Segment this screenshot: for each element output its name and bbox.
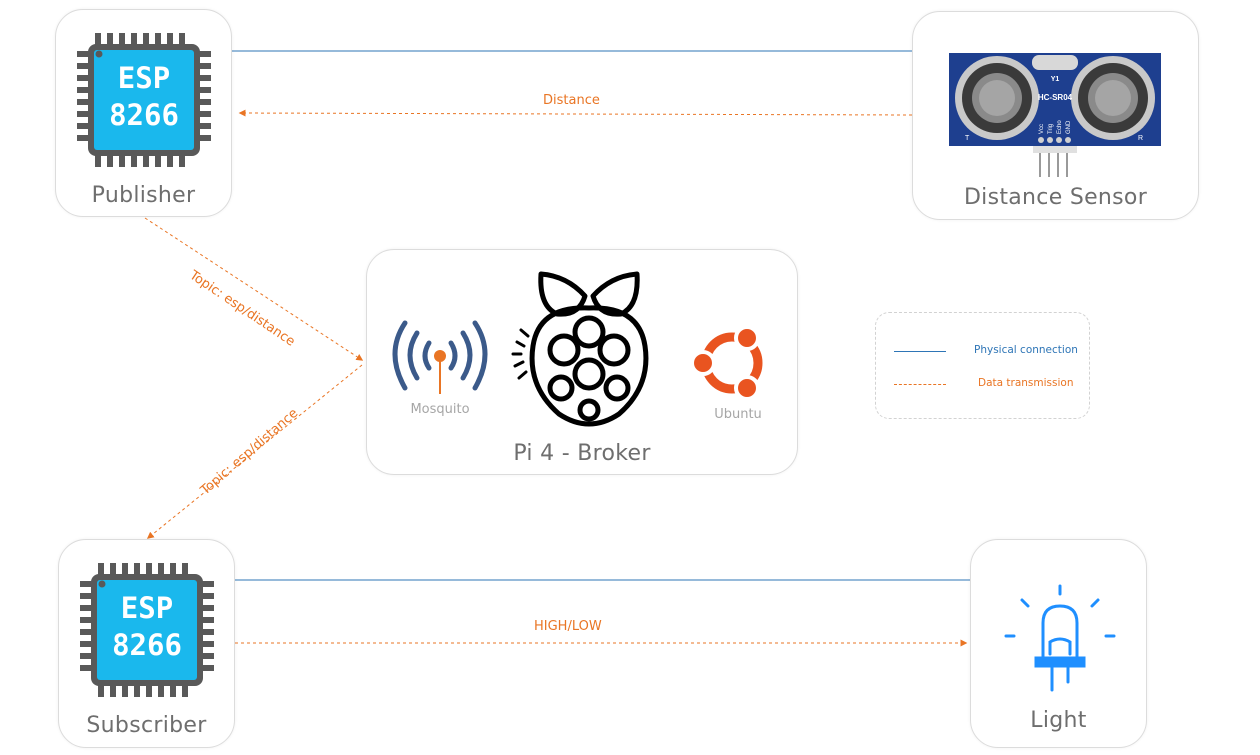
broker-node: Mosquito Ubuntu Pi 4 - Broker (366, 249, 798, 475)
legend-physical-swatch (894, 351, 946, 352)
ultrasonic-sensor-icon: Y1 HC-SR04 Vcc Trig Echo GND T R (949, 53, 1161, 177)
publisher-label: Publisher (91, 183, 196, 208)
sensor-pin-vcc: Vcc (1039, 124, 1045, 134)
chip-line-2: 8266 (112, 628, 182, 662)
light-label: Light (1030, 708, 1087, 733)
legend: Physical connection Data transmission (875, 312, 1090, 419)
edge-label-distance: Distance (543, 93, 600, 108)
subscriber-node: ESP 8266 Subscriber (58, 539, 235, 748)
light-node: Light (970, 539, 1147, 748)
led-light-icon (1004, 584, 1116, 692)
chip-line-1: ESP (117, 61, 171, 95)
distance-sensor-node: Y1 HC-SR04 Vcc Trig Echo GND T R Distanc… (912, 11, 1199, 220)
publisher-node: ESP 8266 Publisher (55, 9, 232, 217)
raspberry-pi-icon (511, 271, 649, 427)
legend-physical: Physical connection (894, 342, 1084, 362)
legend-data-swatch (894, 384, 946, 385)
distance-sensor-label: Distance Sensor (963, 185, 1148, 210)
mosquitto-icon (392, 320, 488, 394)
ubuntu-icon (690, 325, 763, 401)
sensor-crystal-label: Y1 (1051, 76, 1060, 83)
legend-physical-label: Physical connection (974, 344, 1078, 356)
sensor-pin-gnd: GND (1066, 120, 1072, 134)
subscriber-label: Subscriber (86, 713, 207, 738)
chip-text: ESP 8266 (95, 590, 199, 664)
legend-data-label: Data transmission (978, 377, 1074, 389)
chip-text: ESP 8266 (92, 60, 196, 134)
esp8266-chip-icon (77, 33, 211, 167)
sensor-corner-t: T (965, 135, 970, 142)
edge-label-high-low: HIGH/LOW (534, 619, 602, 634)
chip-line-2: 8266 (109, 98, 179, 132)
mosquitto-label: Mosquito (410, 402, 470, 417)
sensor-pin-trig: Trig (1048, 124, 1054, 134)
chip-line-1: ESP (120, 591, 174, 625)
sensor-corner-r: R (1138, 135, 1143, 142)
data-arrow-sensor-publisher (238, 109, 913, 117)
data-arrow-broker-subscriber (146, 364, 363, 539)
broker-label: Pi 4 - Broker (513, 441, 651, 466)
sensor-pin-echo: Echo (1057, 120, 1063, 134)
ubuntu-label: Ubuntu (714, 407, 762, 422)
data-arrow-publisher-broker (144, 217, 364, 361)
sensor-model-label: HC-SR04 (1038, 93, 1073, 102)
legend-data: Data transmission (894, 375, 1084, 395)
esp8266-chip-icon (80, 563, 214, 697)
